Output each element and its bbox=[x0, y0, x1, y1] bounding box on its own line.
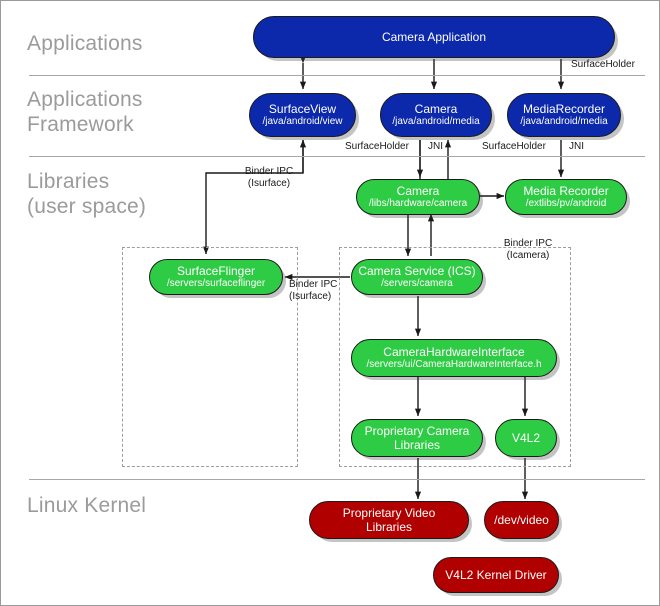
layer-label-applications-framework: Applications Framework bbox=[27, 88, 143, 136]
edge-label-surfaceholder-app-mediarecorder: SurfaceHolder bbox=[571, 59, 635, 70]
node-dev-video[interactable]: /dev/video bbox=[484, 501, 559, 539]
node-surfaceview-title: SurfaceView bbox=[268, 102, 337, 116]
layer-label-libraries: Libraries (user space) bbox=[27, 170, 147, 218]
layer-label-applications: Applications bbox=[27, 32, 143, 55]
node-surfaceview-subtitle: /java/android/view bbox=[262, 116, 343, 127]
edge-label-jni-camera-java: JNI bbox=[428, 141, 443, 152]
divider-libraries bbox=[29, 479, 645, 480]
node-camera-lib-subtitle: /libs/hardware/camera bbox=[368, 198, 468, 209]
node-camera-java-title: Camera bbox=[414, 102, 458, 116]
node-camera-service-subtitle: /servers/camera bbox=[381, 278, 453, 289]
divider-applications bbox=[29, 75, 645, 76]
edge-label-binder-ipc-isurface-top: Binder IPC (Isurface) bbox=[244, 166, 294, 189]
node-v4l2-title: V4L2 bbox=[511, 431, 541, 445]
node-v4l2[interactable]: V4L2 bbox=[495, 419, 557, 457]
divider-framework bbox=[29, 156, 645, 157]
edge-label-binder-ipc-icamera: Binder IPC (Icamera) bbox=[503, 238, 553, 261]
node-camera-application[interactable]: Camera Application bbox=[253, 16, 615, 58]
node-proprietary-camera-libraries[interactable]: Proprietary Camera Libraries bbox=[351, 419, 483, 457]
node-mediarecorder[interactable]: MediaRecorder /java/android/media bbox=[507, 93, 621, 137]
node-proprietary-video-libraries-title: Proprietary Video bbox=[342, 506, 436, 520]
node-mediarecorder-subtitle: /java/android/media bbox=[520, 116, 608, 127]
node-camera-hw-interface-subtitle: /servers/ui/CameraHardwareInterface.h bbox=[366, 359, 542, 370]
node-mediarecorder-title: MediaRecorder bbox=[522, 102, 606, 116]
node-camera-lib-title: Camera bbox=[396, 184, 440, 198]
node-camera-lib[interactable]: Camera /libs/hardware/camera bbox=[356, 179, 480, 215]
node-camera-service[interactable]: Camera Service (ICS) /servers/camera bbox=[351, 259, 483, 295]
edge-label-surfaceholder-camera-java: SurfaceHolder bbox=[345, 141, 409, 152]
edge-label-jni-mediarecorder: JNI bbox=[569, 141, 584, 152]
node-dev-video-title: /dev/video bbox=[494, 513, 549, 527]
node-camera-application-title: Camera Application bbox=[381, 30, 487, 44]
group-box-camera-service bbox=[339, 247, 571, 467]
node-proprietary-camera-libraries-subtitle: Libraries bbox=[393, 438, 441, 452]
node-media-recorder-lib-subtitle: /extlibs/pv/android bbox=[525, 198, 607, 209]
node-proprietary-video-libraries[interactable]: Proprietary Video Libraries bbox=[309, 501, 469, 539]
group-box-surfaceflinger bbox=[122, 247, 298, 467]
edge-label-binder-ipc-isurface-mid: Binder IPC (Isurface) bbox=[289, 279, 338, 302]
node-v4l2-kernel-driver[interactable]: V4L2 Kernel Driver bbox=[433, 557, 559, 593]
edge-label-surfaceholder-mediarecorder: SurfaceHolder bbox=[482, 141, 546, 152]
node-proprietary-camera-libraries-title: Proprietary Camera bbox=[364, 424, 470, 438]
node-camera-hw-interface-title: CameraHardwareInterface bbox=[383, 345, 525, 359]
node-camera-java-subtitle: /java/android/media bbox=[392, 116, 480, 127]
layer-label-linux-kernel: Linux Kernel bbox=[27, 494, 147, 517]
node-camera-service-title: Camera Service (ICS) bbox=[358, 264, 476, 278]
node-surfaceview[interactable]: SurfaceView /java/android/view bbox=[249, 93, 356, 137]
node-surfaceflinger-subtitle: /servers/surfaceflinger bbox=[166, 278, 266, 289]
node-media-recorder-lib-title: Media Recorder bbox=[523, 184, 609, 198]
node-camera-hw-interface[interactable]: CameraHardwareInterface /servers/ui/Came… bbox=[351, 339, 557, 377]
node-v4l2-kernel-driver-title: V4L2 Kernel Driver bbox=[445, 568, 547, 582]
node-surfaceflinger-title: SurfaceFlinger bbox=[176, 264, 256, 278]
node-media-recorder-lib[interactable]: Media Recorder /extlibs/pv/android bbox=[505, 179, 627, 215]
node-surfaceflinger[interactable]: SurfaceFlinger /servers/surfaceflinger bbox=[149, 259, 283, 295]
node-camera-java[interactable]: Camera /java/android/media bbox=[380, 93, 492, 137]
node-proprietary-video-libraries-subtitle: Libraries bbox=[365, 520, 413, 534]
